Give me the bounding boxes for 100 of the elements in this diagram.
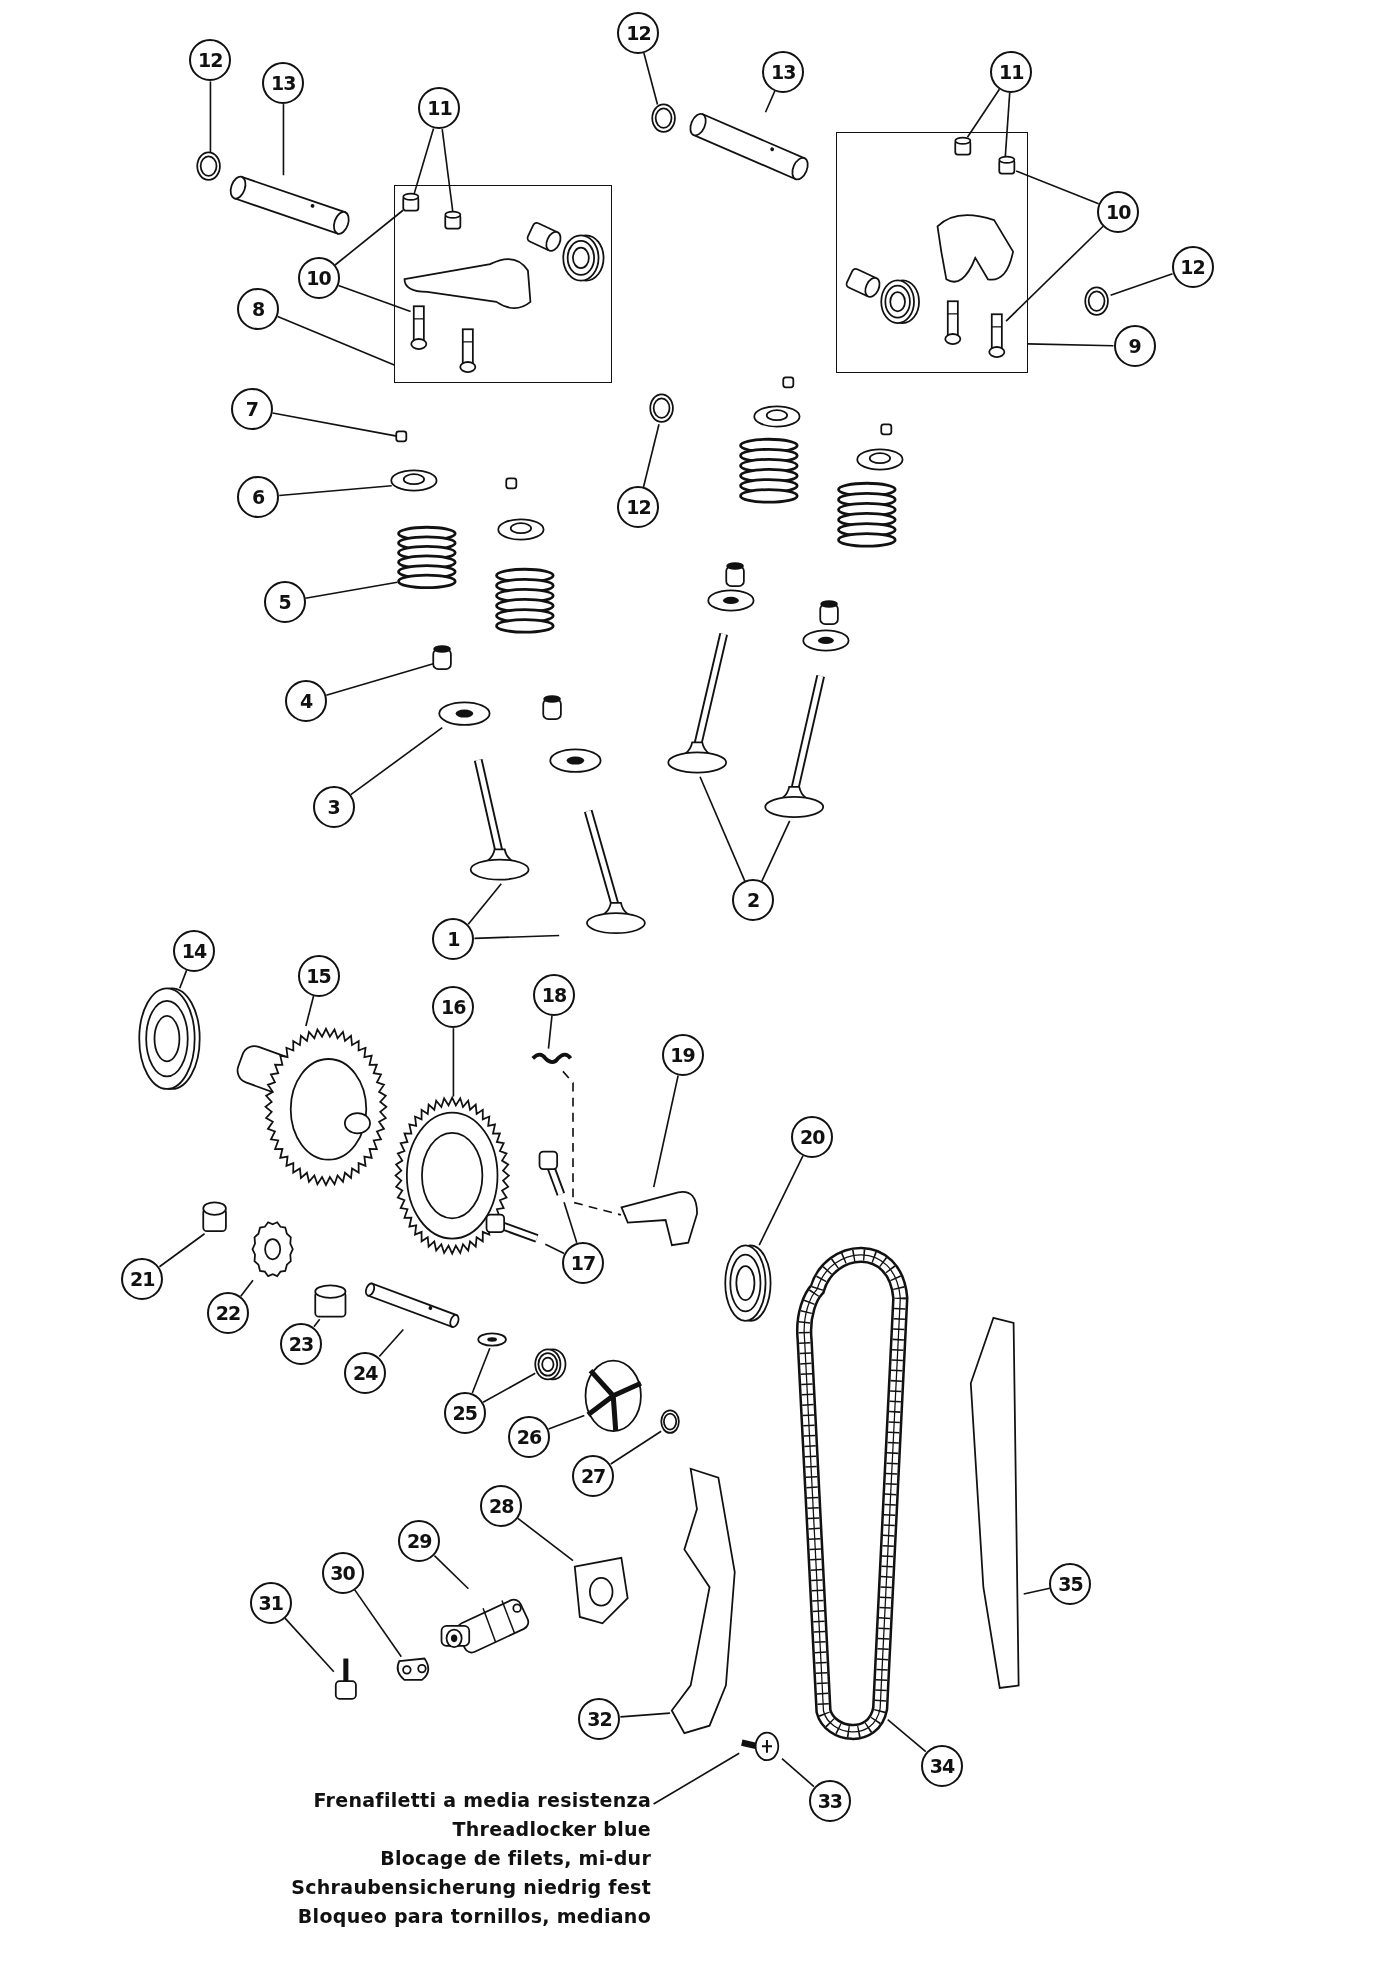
leader-line: [433, 1554, 470, 1590]
assembly-frame: [394, 185, 612, 383]
leader-line: [471, 1347, 491, 1394]
adjusting-screw: [987, 312, 1006, 359]
leader-line: [158, 1232, 206, 1268]
leader-line: [643, 52, 659, 106]
leader-line: [178, 969, 188, 990]
callout-number: 25: [443, 1391, 486, 1434]
nut: [402, 193, 420, 214]
callout-number: 34: [920, 1744, 963, 1787]
callout-number: 21: [121, 1258, 164, 1301]
spring-seat: [801, 629, 850, 653]
valve-keeper: [879, 422, 893, 436]
leader-line: [473, 934, 560, 940]
nut: [953, 136, 972, 157]
spring-retainer: [855, 447, 904, 471]
valve-spring: [493, 567, 556, 634]
callout-number: 15: [297, 954, 340, 997]
callout-number: 13: [262, 62, 305, 105]
leader-line: [652, 1074, 679, 1188]
leader-line: [313, 1318, 321, 1328]
callout-number: 7: [230, 388, 273, 431]
callout-number: 12: [617, 11, 660, 54]
ball-bearing: [138, 986, 202, 1091]
callout-number: 26: [507, 1415, 550, 1458]
nut: [443, 210, 462, 232]
leader-line: [284, 1617, 335, 1673]
callout-number: 11: [418, 87, 461, 130]
sprocket: [250, 1218, 296, 1280]
note-text: Blocage de filets, mi-dur: [380, 1845, 652, 1871]
callout-number: 22: [206, 1292, 249, 1335]
spring-seat: [437, 701, 491, 727]
callout-number: 18: [533, 973, 576, 1016]
callout-number: 30: [321, 1551, 364, 1594]
callout-number: 10: [1097, 190, 1140, 233]
callout-number: 27: [572, 1454, 615, 1497]
callout-number: 24: [344, 1351, 387, 1394]
assembly-frame: [836, 132, 1028, 373]
spring-retainer: [497, 518, 545, 542]
callout-number: 20: [791, 1116, 834, 1159]
leader-line: [467, 882, 503, 926]
callout-number: 17: [562, 1242, 605, 1285]
leader-line: [652, 1752, 740, 1805]
callout-number: 3: [312, 786, 355, 829]
leader-line: [350, 726, 444, 796]
needle-bearing: [202, 1201, 228, 1233]
callout-number: 2: [732, 879, 775, 922]
o-ring: [649, 392, 675, 423]
valve-stem-seal: [725, 561, 746, 588]
o-ring: [650, 102, 676, 134]
ball-bearing: [533, 1348, 567, 1382]
valve-stem-seal: [819, 599, 840, 626]
leader-line: [209, 80, 212, 154]
leader-line: [761, 820, 791, 882]
leader-line: [781, 1757, 815, 1788]
spring-seat: [476, 1332, 508, 1348]
leader-line: [239, 1279, 254, 1298]
ball-bearing: [879, 278, 920, 325]
leader-line: [609, 1430, 662, 1465]
leader-line: [353, 1588, 403, 1658]
valve-spring: [395, 526, 458, 589]
spring-retainer: [390, 469, 438, 493]
valve-keeper: [395, 430, 408, 443]
spring-seat: [707, 588, 756, 612]
leader-line: [1004, 91, 1011, 157]
callout-number: 6: [237, 476, 280, 519]
callout-number: 31: [249, 1582, 292, 1625]
callout-number: 16: [432, 986, 475, 1029]
leader-line: [1109, 272, 1174, 297]
cam-gear: [392, 1095, 511, 1257]
leader-line: [441, 128, 454, 213]
leader-line: [886, 1718, 927, 1753]
pin: [228, 173, 350, 237]
leader-line: [547, 1414, 586, 1430]
leader-line: [337, 284, 412, 313]
callout-number: 13: [762, 50, 805, 93]
leader-line: [278, 484, 393, 497]
valve-spring: [836, 481, 899, 548]
callout-number: 1: [432, 918, 475, 961]
leader-line: [642, 423, 660, 488]
note-text: Schraubensicherung niedrig fest: [291, 1874, 652, 1900]
callout-number: 35: [1049, 1563, 1092, 1606]
callout-number: 19: [661, 1034, 704, 1077]
leader-line: [304, 581, 399, 600]
ball-bearing: [562, 233, 606, 282]
callout-number: 29: [398, 1520, 441, 1563]
leader-line: [544, 1243, 566, 1255]
leader-line: [482, 1372, 537, 1404]
callout-number: 4: [285, 680, 327, 723]
leader-line: [619, 1712, 671, 1718]
leader-line: [282, 103, 285, 177]
valve-stem-seal: [431, 644, 452, 671]
callout-number: 23: [279, 1322, 322, 1365]
leader-line: [378, 1328, 405, 1358]
callout-number: 33: [808, 1779, 851, 1822]
leader-line: [1026, 343, 1115, 347]
callout-number: 9: [1113, 325, 1156, 368]
o-ring: [1083, 285, 1110, 316]
leader-line: [1022, 1587, 1051, 1595]
adjusting-screw: [943, 300, 962, 346]
